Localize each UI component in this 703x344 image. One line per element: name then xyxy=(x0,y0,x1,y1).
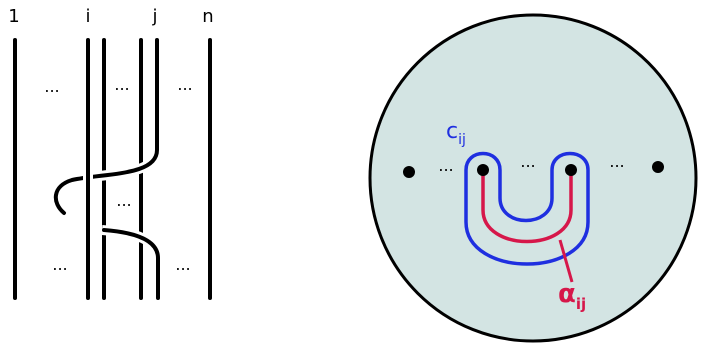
braid-ellipsis-bottom-left: ... xyxy=(52,255,67,274)
puncture-n xyxy=(652,161,664,173)
braid-ellipsis-top-middle: ... xyxy=(114,75,129,94)
braid-ellipsis-center: ... xyxy=(116,191,131,210)
label-strand-i: i xyxy=(85,6,90,27)
braid-ellipsis-top-left: ... xyxy=(44,77,59,96)
label-strand-1: 1 xyxy=(8,6,19,27)
curve-c-ij xyxy=(464,151,590,266)
arc-label-leader xyxy=(558,239,574,283)
arc-label: αij xyxy=(558,279,586,313)
label-strand-n: n xyxy=(202,6,213,27)
braid-ellipsis-bottom-right: ... xyxy=(175,255,190,274)
disk-ellipsis-right: ... xyxy=(609,152,624,171)
puncture-j xyxy=(565,164,577,176)
braid-strand-j-lower xyxy=(102,228,160,300)
arc-label-main: α xyxy=(558,279,576,309)
disk-ellipsis-left: ... xyxy=(438,156,453,175)
arc-label-sub: ij xyxy=(576,295,586,313)
curve-label-sub: ij xyxy=(458,132,466,148)
disk-ellipsis-middle: ... xyxy=(520,152,535,171)
arc-alpha-ij xyxy=(481,171,573,244)
puncture-1 xyxy=(403,166,415,178)
disk xyxy=(368,13,698,343)
label-strand-j: j xyxy=(151,6,157,27)
braid-ellipsis-top-right: ... xyxy=(177,75,192,94)
curve-label-main: c xyxy=(446,119,458,144)
disk-diagram: ... ... ... cij αij xyxy=(368,13,698,343)
curve-label: cij xyxy=(446,119,466,148)
puncture-i xyxy=(477,164,489,176)
braid-diagram: 1 i j n ... ... ... ... ... ... xyxy=(8,6,214,300)
braid-strand-j-upper xyxy=(53,38,159,215)
